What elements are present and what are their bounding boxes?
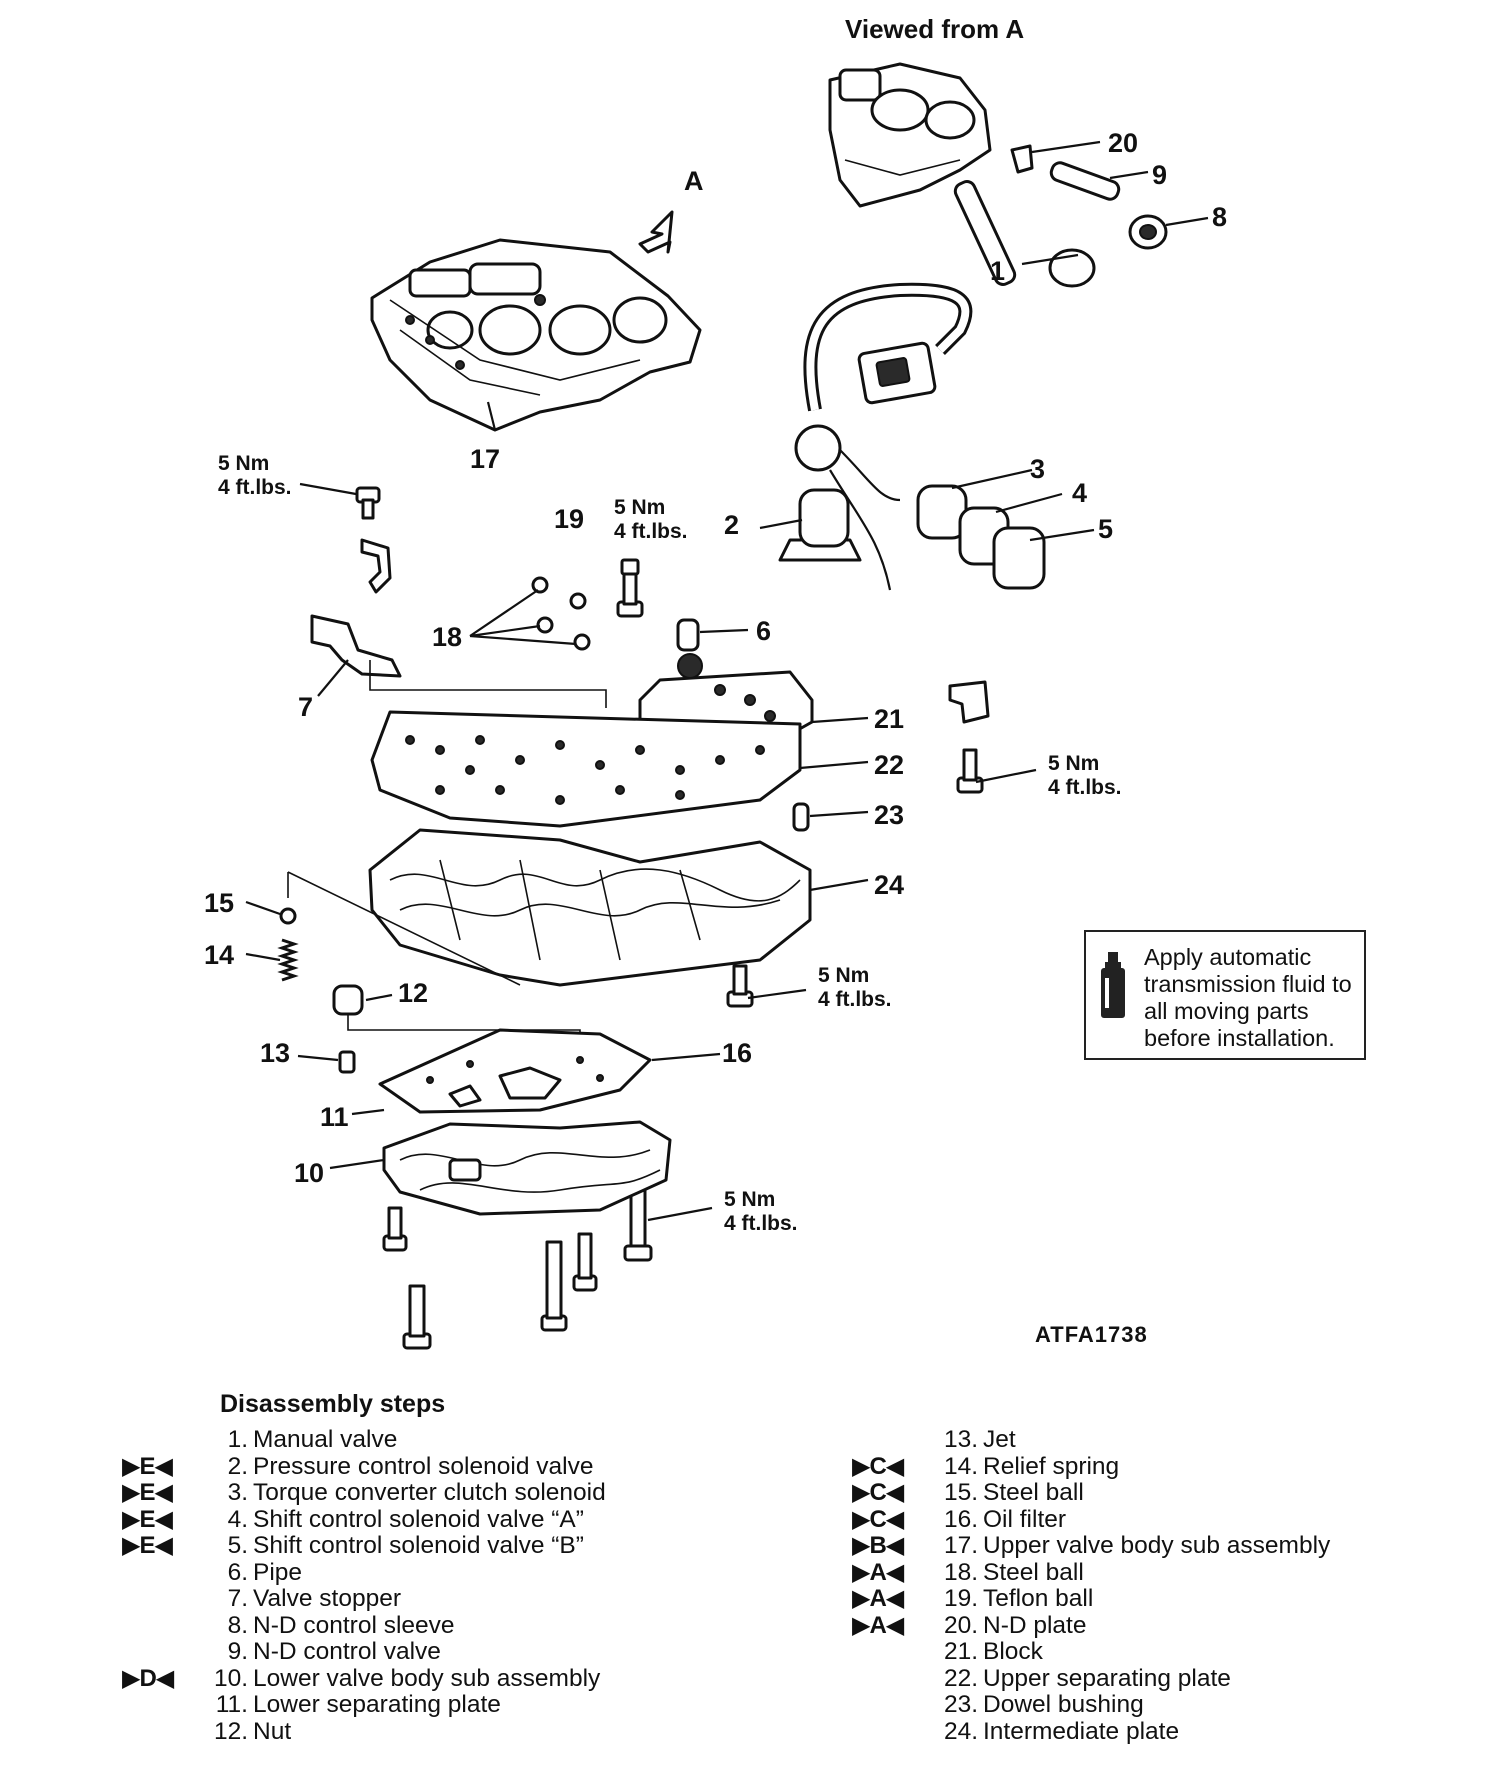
- svg-text:5 Nm: 5 Nm: [614, 496, 665, 519]
- nd-plate-illustration: [1010, 144, 1034, 174]
- bolt-icon: [540, 1240, 568, 1332]
- callout-6: 6: [756, 616, 771, 646]
- callout-24: 24: [874, 870, 904, 900]
- bolt-icon: [382, 1206, 408, 1252]
- steel-ball-icon: [536, 616, 554, 634]
- fluid-bottle-icon: [1101, 952, 1125, 1018]
- view-direction-arrow-icon: [638, 210, 674, 254]
- view-label: Viewed from A: [845, 14, 1024, 44]
- steel-ball-icon: [279, 907, 297, 925]
- valve-stopper-illustration: [310, 538, 402, 678]
- nd-control-valve-illustration: [1049, 161, 1121, 201]
- shift-solenoid-b-illustration: [992, 526, 1046, 590]
- callout-12: 12: [398, 978, 428, 1008]
- callout-21: 21: [874, 704, 904, 734]
- upper-valve-body-view-a-illustration: [828, 62, 992, 208]
- svg-text:5 Nm: 5 Nm: [724, 1188, 775, 1211]
- torque-spec: 5 Nm 4 ft.lbs.: [614, 496, 688, 543]
- steel-ball-icon: [573, 633, 591, 651]
- bolt-icon: [355, 486, 381, 520]
- callout-8: 8: [1212, 202, 1227, 232]
- torque-spec: 5 Nm 4 ft.lbs.: [724, 1188, 798, 1235]
- upper-valve-body-illustration: [370, 238, 702, 432]
- dowel-bushing-illustration: [792, 802, 810, 832]
- callout-20: 20: [1108, 128, 1138, 158]
- svg-text:4 ft.lbs.: 4 ft.lbs.: [1048, 776, 1122, 799]
- steps-title: Disassembly steps: [220, 1390, 446, 1418]
- solenoid-harness-illustration: [794, 282, 973, 591]
- lower-valve-body-illustration: [382, 1120, 672, 1216]
- svg-text:5 Nm: 5 Nm: [818, 964, 869, 987]
- teflon-ball-icon: [569, 592, 587, 610]
- bolt-icon: [726, 964, 754, 1008]
- callout-15: 15: [204, 888, 234, 918]
- intermediate-plate-illustration: [368, 828, 812, 987]
- fluid-note: Apply automatic transmission fluid to al…: [1084, 930, 1366, 1060]
- callout-9: 9: [1152, 160, 1167, 190]
- jet-illustration: [338, 1050, 356, 1074]
- torque-spec: 5 Nm 4 ft.lbs.: [218, 452, 292, 499]
- callout-1: 1: [990, 256, 1005, 286]
- relief-spring-illustration: [277, 938, 299, 982]
- bracket-illustration: [948, 680, 990, 724]
- bolt-icon: [616, 558, 644, 618]
- callout-16: 16: [722, 1038, 752, 1068]
- bolt-icon: [572, 1232, 598, 1292]
- callout-19: 19: [554, 504, 584, 534]
- svg-text:4 ft.lbs.: 4 ft.lbs.: [614, 520, 688, 543]
- lower-separating-plate-illustration: [378, 1028, 652, 1114]
- svg-text:4 ft.lbs.: 4 ft.lbs.: [818, 988, 892, 1011]
- callout-18: 18: [432, 622, 462, 652]
- torque-spec: 5 Nm 4 ft.lbs.: [818, 964, 892, 1011]
- bolt-icon: [956, 748, 984, 794]
- callout-22: 22: [874, 750, 904, 780]
- svg-text:4 ft.lbs.: 4 ft.lbs.: [218, 476, 292, 499]
- callout-14: 14: [204, 940, 234, 970]
- callout-17: 17: [470, 444, 500, 474]
- steel-ball-icon: [531, 576, 549, 594]
- callout-7: 7: [298, 692, 313, 722]
- callout-13: 13: [260, 1038, 290, 1068]
- callout-3: 3: [1030, 454, 1045, 484]
- arrow-label-a: A: [684, 166, 704, 196]
- callout-5: 5: [1098, 514, 1113, 544]
- svg-text:5 Nm: 5 Nm: [218, 452, 269, 475]
- torque-spec: 5 Nm 4 ft.lbs.: [1048, 752, 1122, 799]
- nd-control-sleeve-illustration: [1128, 214, 1168, 250]
- upper-separating-plate-illustration: [370, 710, 802, 828]
- callout-2: 2: [724, 510, 739, 540]
- svg-text:5 Nm: 5 Nm: [1048, 752, 1099, 775]
- figure-id: ATFA1738: [1035, 1322, 1148, 1347]
- note-text: Apply automatic transmission fluid to al…: [1144, 944, 1352, 1051]
- callout-11: 11: [320, 1102, 349, 1132]
- pressure-control-solenoid-illustration: [778, 488, 862, 562]
- callout-4: 4: [1072, 478, 1087, 508]
- callout-23: 23: [874, 800, 904, 830]
- svg-text:4 ft.lbs.: 4 ft.lbs.: [724, 1212, 798, 1235]
- exploded-view-diagram: Viewed from A A: [204, 14, 1227, 1350]
- callout-10: 10: [294, 1158, 324, 1188]
- bolt-icon: [402, 1284, 432, 1350]
- pipe-illustration: [676, 618, 700, 652]
- nut-illustration: [332, 984, 364, 1016]
- manual-valve-illustration: [953, 180, 1096, 288]
